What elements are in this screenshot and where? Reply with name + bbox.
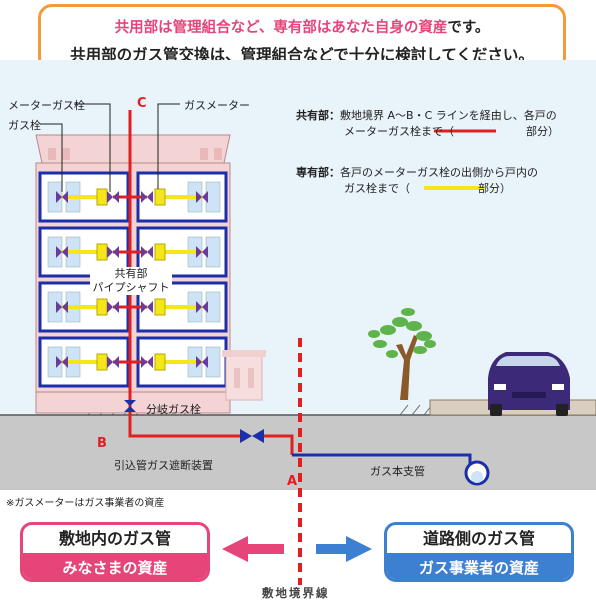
legend-common-text-1: 敷地境界 A～B・C ラインを経由し、各戸の bbox=[340, 109, 557, 122]
road-pipe-owner: ガス事業者の資産 bbox=[387, 553, 571, 579]
legend-common-text-2: メーターガス栓まで（ bbox=[344, 125, 454, 138]
gas-meters bbox=[96, 188, 166, 371]
boundary-line-label: 敷地境界線 bbox=[262, 586, 330, 600]
notice-line-1-rest: です。 bbox=[447, 20, 490, 36]
onsite-pipe-title: 敷地内のガス管 bbox=[58, 529, 171, 548]
valves bbox=[56, 191, 208, 368]
gas-meter-label: ガスメーター bbox=[184, 99, 250, 112]
branch-valve-icon bbox=[124, 400, 136, 412]
branch-valve-label: 分岐ガス栓 bbox=[146, 403, 201, 416]
legend-private: 専有部：各戸のメーターガス栓の出側から戸内の ガス栓まで（ 部分） bbox=[296, 165, 538, 197]
legend-common-head: 共有部： bbox=[296, 109, 340, 122]
road-pipe-box: 道路側のガス管 ガス事業者の資産 bbox=[384, 522, 574, 582]
tree bbox=[368, 308, 436, 400]
legend-common-text-3: 部分） bbox=[526, 125, 559, 138]
shaft-label-bg bbox=[90, 267, 172, 295]
gas-valve-label: ガス栓 bbox=[8, 119, 41, 132]
pipe-shaft-label: 共有部 パイプシャフト bbox=[92, 267, 170, 294]
onsite-pipe-box: 敷地内のガス管 みなさまの資産 bbox=[20, 522, 210, 582]
onsite-pipe-owner: みなさまの資産 bbox=[23, 553, 207, 579]
legend-private-head: 専有部： bbox=[296, 166, 340, 179]
leader-lines bbox=[40, 103, 180, 192]
arrow-left-icon bbox=[222, 536, 284, 562]
shutoff-device-label: 引込管ガス遮断装置 bbox=[114, 459, 213, 472]
notice-highlight: 共用部は管理組合など、専有部はあなた自身の資産 bbox=[114, 20, 448, 36]
shutoff-device-icon bbox=[240, 429, 264, 443]
point-c-label: C bbox=[137, 96, 147, 111]
notice-line-1: 共用部は管理組合など、専有部はあなた自身の資産です。 bbox=[41, 16, 563, 37]
point-a-label: A bbox=[287, 474, 298, 489]
car bbox=[488, 352, 570, 416]
road-pipe-title: 道路側のガス管 bbox=[422, 529, 535, 548]
legend-private-text-2: ガス栓まで（ bbox=[344, 182, 410, 195]
meter-ownership-note: ※ガスメーターはガス事業者の資産 bbox=[6, 498, 165, 509]
small-house bbox=[222, 350, 266, 401]
legend-common: 共有部：敷地境界 A～B・C ラインを経由し、各戸の メーターガス栓まで（ 部分） bbox=[296, 108, 559, 140]
notice-line-2: 共用部のガス管交換は、管理組合などで十分に検討してください。 bbox=[70, 46, 534, 64]
legend-private-text-3: 部分） bbox=[478, 182, 511, 195]
legend-private-text-1: 各戸のメーターガス栓の出側から戸内の bbox=[340, 166, 538, 179]
meter-valve-label: メーターガス栓 bbox=[8, 99, 85, 112]
arrow-right-icon bbox=[316, 536, 372, 562]
gas-main-pipe-label: ガス本支管 bbox=[370, 465, 425, 478]
point-b-label: B bbox=[97, 436, 107, 451]
